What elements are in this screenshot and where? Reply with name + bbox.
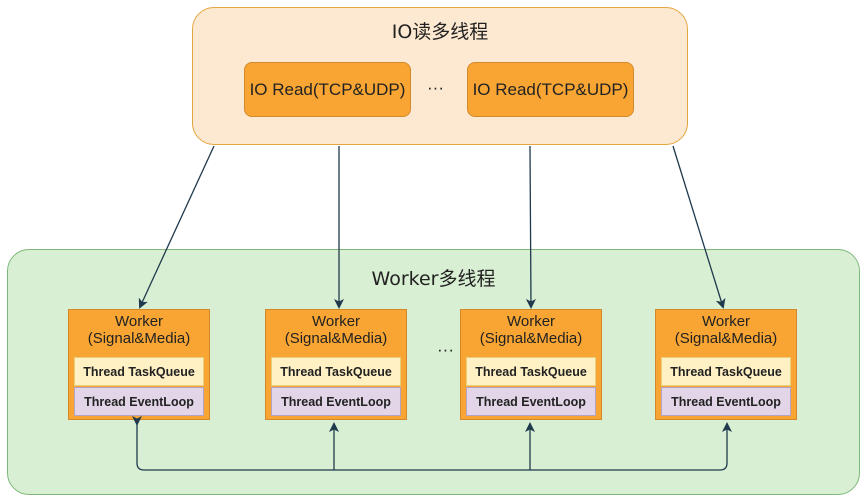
worker-node-1: Worker (Signal&Media) Thread TaskQueue T…: [68, 309, 210, 420]
thread-event-loop: Thread EventLoop: [271, 387, 401, 416]
worker-label-line2: (Signal&Media): [284, 330, 388, 347]
thread-task-queue: Thread TaskQueue: [466, 357, 596, 386]
thread-task-queue: Thread TaskQueue: [74, 357, 204, 386]
thread-task-queue: Thread TaskQueue: [271, 357, 401, 386]
worker-node-4: Worker (Signal&Media) Thread TaskQueue T…: [655, 309, 797, 420]
thread-event-loop: Thread EventLoop: [74, 387, 204, 416]
thread-task-queue: Thread TaskQueue: [661, 357, 791, 386]
thread-event-loop: Thread EventLoop: [661, 387, 791, 416]
worker-ellipsis: ···: [437, 340, 454, 359]
thread-event-loop: Thread EventLoop: [466, 387, 596, 416]
worker-label-line1: Worker: [506, 313, 556, 330]
worker-label-line1: Worker: [701, 313, 751, 330]
worker-label: Worker (Signal&Media): [266, 313, 406, 347]
worker-label-line1: Worker: [311, 313, 361, 330]
worker-label: Worker (Signal&Media): [461, 313, 601, 347]
worker-node-3: Worker (Signal&Media) Thread TaskQueue T…: [460, 309, 602, 420]
worker-label-line2: (Signal&Media): [479, 330, 583, 347]
io-read-thread-group: IO读多线程 IO Read(TCP&UDP) ··· IO Read(TCP&…: [192, 7, 688, 145]
io-group-title: IO读多线程: [391, 21, 489, 43]
io-read-node-2: IO Read(TCP&UDP): [467, 62, 634, 117]
worker-label-line2: (Signal&Media): [87, 330, 191, 347]
worker-label: Worker (Signal&Media): [69, 313, 209, 347]
io-read-node-1: IO Read(TCP&UDP): [244, 62, 411, 117]
io-ellipsis: ···: [427, 78, 444, 97]
worker-group-title: Worker多线程: [371, 268, 496, 290]
worker-label: Worker (Signal&Media): [656, 313, 796, 347]
worker-label-line2: (Signal&Media): [674, 330, 778, 347]
worker-label-line1: Worker: [114, 313, 164, 330]
worker-node-2: Worker (Signal&Media) Thread TaskQueue T…: [265, 309, 407, 420]
